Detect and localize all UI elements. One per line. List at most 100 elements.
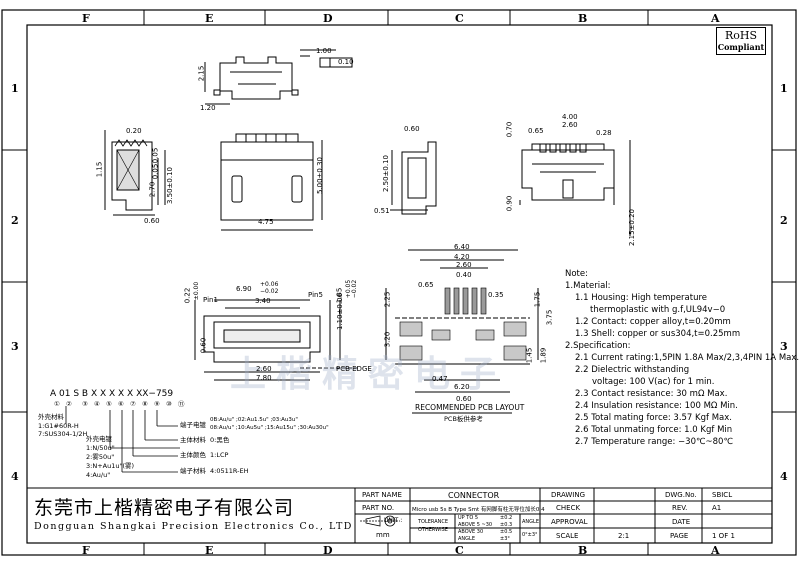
dim-0-90: 0.90 (505, 195, 514, 212)
otherwise-label: OTHERWISE (418, 527, 448, 533)
zone-col-a-bottom: A (711, 544, 720, 557)
zone-row-3-left: 3 (11, 340, 19, 353)
zone-col-f-bottom: F (82, 544, 90, 557)
dim-1-00: 1.00 (316, 47, 332, 55)
tol-range: ANGLE (458, 536, 475, 542)
tol-value: ±0.3 (500, 522, 513, 528)
dim-7-80: 7.80 (256, 374, 272, 382)
dim-0-20: 0.20 (126, 127, 142, 135)
part-code-circle: ⑨ (154, 400, 160, 408)
part-code-circle: ⑧ (142, 400, 148, 408)
dim-0-35: 0.35 (488, 291, 504, 299)
rev-label: REV. (672, 504, 688, 512)
tol-range: ABOVE 5 ~30 (458, 522, 493, 528)
note-line: 1.2 Contact: copper alloy,t=0.20mm (575, 317, 731, 327)
dim-3-20: 3.20 (383, 331, 392, 348)
zone-col-b-top: B (578, 12, 588, 25)
note-line: 1.3 Shell: copper or sus304,t=0.25mm (575, 329, 741, 339)
part-code-circle: ⑥ (118, 400, 124, 408)
part-code-label: 0:黑色 (210, 436, 230, 444)
tol-range: ABOVE 30 (458, 529, 484, 535)
part-code-label: 1:G1#60R-H (38, 422, 79, 430)
zone-row-2-left: 2 (11, 214, 19, 227)
note-line: 2.1 Current rating:1,5PIN 1.8A Max/2,3,4… (575, 353, 800, 363)
part-code-label: 1:LCP (210, 451, 229, 459)
dim-0-60c: 0.60 (199, 337, 208, 354)
dim-pin1: Pin1 (203, 296, 218, 304)
zone-col-d-bottom: D (323, 544, 333, 557)
dim-3-75: 3.75 (545, 309, 554, 326)
dim-0-05a: 0.05 (151, 147, 160, 164)
projection-symbol-icon (360, 515, 400, 527)
zone-row-1-right: 1 (780, 82, 788, 95)
dwg-no-value: SBICL (712, 491, 733, 499)
part-code-circle: ② (66, 400, 72, 408)
unit-label: UNIT : (384, 517, 403, 524)
part-name-value: CONNECTOR (448, 491, 500, 500)
dim-2-25: 2.25 (383, 291, 392, 308)
unit-value: mm (376, 531, 390, 539)
note-line: voltage: 100 V(ac) for 1 min. (592, 377, 715, 387)
zone-row-4-right: 4 (780, 470, 788, 483)
approval-label: APPROVAL (551, 518, 588, 526)
note-line: 1.1 Housing: High temperature (575, 293, 708, 303)
dim-1-15: 1.15 (95, 161, 104, 178)
part-code-circle: ⑪ (178, 400, 185, 408)
part-code-label: 外壳材料 (38, 413, 64, 421)
watermark: 上楷精密电子 (230, 354, 507, 395)
dim-pin5: Pin5 (308, 291, 323, 299)
dim-0-28: 0.28 (596, 129, 612, 137)
zone-row-4-left: 4 (11, 470, 19, 483)
tolerance-label: TOLERANCE (418, 519, 449, 525)
part-no-value: Micro usb 5s B Type Smt 有网脚有柱无导位加长0.4 (412, 507, 545, 513)
scale-label: SCALE (556, 532, 579, 540)
dim-1-89: 1.89 (539, 347, 548, 364)
zone-row-1-left: 1 (11, 82, 19, 95)
part-code-label: 端子材料 (180, 467, 206, 475)
note-line: 2.7 Temperature range: −30℃~80℃ (575, 437, 734, 447)
dim-1-75: 1.75 (533, 291, 542, 308)
part-code-label: 外壳电镀 (86, 435, 112, 443)
dim-0-47: 0.47 (432, 375, 448, 383)
part-no-label: PART NO. (362, 504, 395, 512)
dim-0-60d: 0.60 (456, 395, 472, 403)
part-code-label: 4:Au/u" (86, 471, 111, 479)
dim-pcb-edge: PCB EDGE (336, 365, 372, 373)
dim-6-20: 6.20 (454, 383, 470, 391)
note-line: 2.Specification: (565, 341, 631, 351)
part-code-label: 7:SUS304-1/2H (38, 430, 88, 438)
zone-col-f-top: F (82, 12, 90, 25)
note-line: 2.6 Total unmating force: 1.0 Kgf Min (575, 425, 733, 435)
zone-row-2-right: 2 (780, 214, 788, 227)
company-name-en: Dongguan Shangkai Precision Electronics … (34, 521, 353, 532)
part-code-label: 08:Au/u" ;10:Au5u" ;15:Au15u" ;30:Au30u" (210, 425, 329, 431)
pcb-layout-title: RECOMMENDED PCB LAYOUT (415, 403, 525, 412)
dim-3-40: 3.40 (255, 297, 271, 305)
rohs-badge: RoHS Compliant (716, 27, 766, 55)
pcb-layout-subtitle: PCB板供参考 (444, 415, 483, 423)
dwg-no-label: DWG.No. (665, 491, 697, 499)
dim-0-65a: 0.65 (528, 127, 544, 135)
dim-3-50: 3.50±0.10 (166, 166, 175, 205)
dim-2-15: 2.15 (197, 65, 206, 82)
part-code-label: 4:0511R-EH (210, 467, 249, 475)
dim-2-15b: 2.15±0.20 (628, 208, 637, 247)
part-code-circle: ④ (94, 400, 100, 408)
dim-2-60c: 2.60 (456, 261, 472, 269)
part-code-label: 0B:Au/u" ;02:Au1.5u" ;03:Au3u" (210, 417, 298, 423)
part-code: A 01 S B X X X X X XX−759 (50, 389, 174, 399)
dim-6-90-tol-m: −0.02 (260, 288, 279, 295)
dim-2-70: 2.70 (148, 181, 157, 198)
zone-col-c-top: C (455, 12, 464, 25)
page-label: PAGE (670, 532, 689, 540)
zone-col-e-top: E (205, 12, 214, 25)
dim-0-70: 0.70 (505, 121, 514, 138)
date-label: DATE (672, 518, 691, 526)
angle-value: 0°±3° (522, 532, 538, 538)
note-line: 2.3 Contact resistance: 30 mΩ Max. (575, 389, 728, 399)
zone-col-d-top: D (323, 12, 333, 25)
zone-col-e-bottom: E (205, 544, 214, 557)
dim-4-75: 4.75 (258, 218, 274, 226)
scale-value: 2:1 (618, 532, 630, 540)
